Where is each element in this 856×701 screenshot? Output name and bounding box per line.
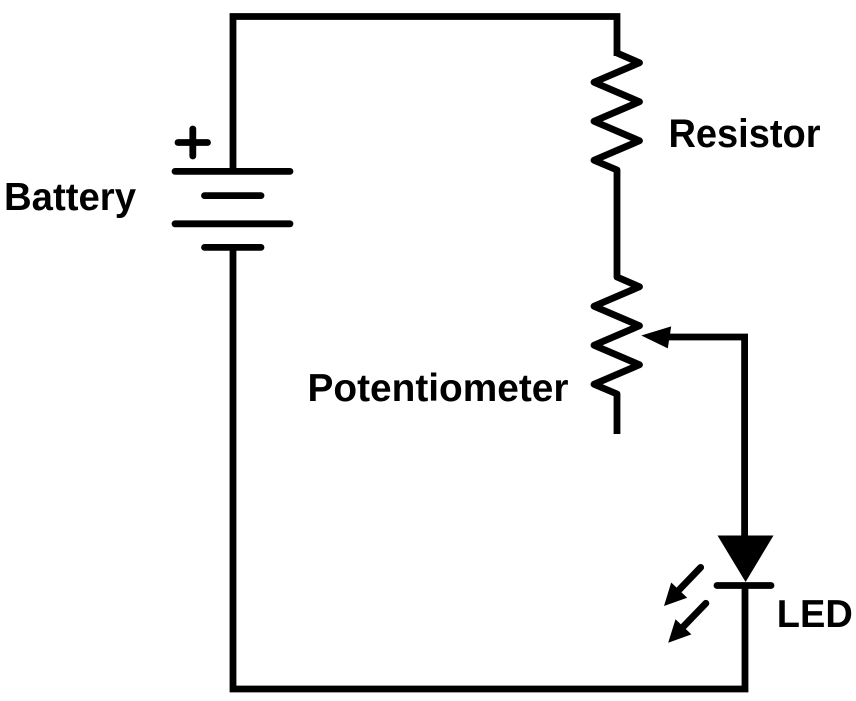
svg-text:LED: LED	[777, 593, 853, 636]
svg-text:Battery: Battery	[4, 176, 136, 219]
svg-text:Potentiometer: Potentiometer	[308, 367, 569, 410]
svg-text:Resistor: Resistor	[669, 112, 821, 156]
